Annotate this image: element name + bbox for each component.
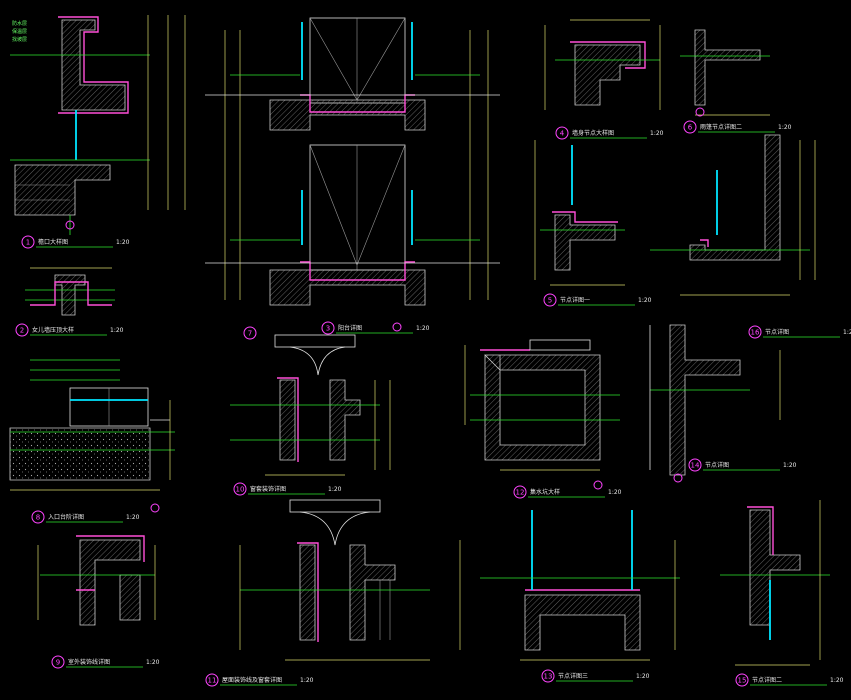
detail-number: 6 — [688, 124, 693, 132]
detail-label-6: 6 雨篷节点详图二 1:20 — [683, 120, 792, 134]
detail-label-12: 12 集水坑大样 1:20 — [513, 485, 622, 499]
detail-number: 15 — [738, 677, 747, 685]
detail-caption: 檐口大样图 — [38, 238, 68, 246]
detail-label-15: 15 节点详图二 1:20 — [735, 673, 844, 687]
detail-4 — [544, 19, 661, 110]
detail-caption: 节点详图一 — [560, 296, 590, 304]
detail-label-14: 14 节点详图 1:20 — [688, 458, 797, 472]
detail-6 — [680, 29, 770, 117]
detail-10 — [230, 334, 391, 476]
detail-number-circle — [513, 485, 527, 499]
detail-scale: 1:20 — [783, 462, 797, 469]
detail-label-11: 11 屋面装饰线及窗套详图 1:20 — [205, 673, 314, 687]
detail-number-circle — [555, 126, 569, 140]
detail-number-circle — [683, 120, 697, 134]
detail-number-circle — [321, 321, 335, 335]
detail-scale: 1:20 — [778, 124, 792, 131]
detail-label-13: 13 节点详图三 1:20 — [541, 669, 650, 683]
detail-8 — [9, 359, 175, 513]
detail-number: 12 — [516, 489, 525, 497]
detail-caption: 墙身节点大样图 — [572, 129, 614, 137]
detail-number: 11 — [208, 677, 217, 685]
detail-number: 4 — [560, 130, 565, 138]
detail-number-circle — [15, 323, 29, 337]
detail-scale: 1:20 — [830, 677, 844, 684]
detail-scale: 1:20 — [638, 297, 652, 304]
detail-label-3: 3 阳台详图 1:20 — [321, 321, 430, 335]
svg-text:防水层: 防水层 — [12, 20, 27, 27]
detail-number-circle — [735, 673, 749, 687]
detail-scale: 1:20 — [650, 130, 664, 137]
detail-number: 3 — [326, 325, 330, 333]
detail-9 — [37, 535, 156, 626]
detail-number-circle — [688, 458, 702, 472]
detail-scale: 1:20 — [843, 329, 851, 336]
detail-caption: 节点详图 — [705, 461, 729, 469]
svg-text:找坡层: 找坡层 — [12, 36, 27, 43]
svg-text:保温层: 保温层 — [12, 28, 27, 35]
detail-label-8: 8 入口台阶详图 1:20 — [31, 510, 140, 524]
detail-caption: 窗套装饰详图 — [250, 485, 286, 493]
detail-caption: 节点详图 — [765, 328, 789, 336]
detail-scale: 1:20 — [110, 327, 124, 334]
detail-caption: 节点详图二 — [752, 676, 782, 684]
detail-number: 9 — [56, 659, 60, 667]
detail-caption: 节点详图三 — [558, 672, 588, 680]
detail-15 — [720, 500, 830, 666]
detail-number-circle — [21, 235, 35, 249]
detail-number-circle — [51, 655, 65, 669]
detail-label-5: 5 节点详图一 1:20 — [543, 293, 652, 307]
detail-12 — [464, 339, 620, 490]
detail-number: 13 — [544, 673, 553, 681]
detail-scale: 1:20 — [328, 486, 342, 493]
detail-number: 1 — [26, 239, 30, 247]
detail-scale: 1:20 — [126, 514, 140, 521]
detail-caption: 女儿墙压顶大样 — [32, 326, 74, 334]
detail-13 — [459, 510, 680, 661]
detail-label-4: 4 墙身节点大样图 1:20 — [555, 126, 664, 140]
detail-label-7: 7 — [243, 326, 257, 340]
detail-label-10: 10 窗套装饰详图 1:20 — [233, 482, 342, 496]
detail-number-circle — [243, 326, 257, 340]
detail-scale: 1:20 — [116, 239, 130, 246]
detail-14 — [649, 324, 781, 483]
detail-scale: 1:20 — [300, 677, 314, 684]
detail-5 — [534, 140, 625, 286]
detail-number-circle — [31, 510, 45, 524]
detail-scale: 1:20 — [636, 673, 650, 680]
detail-number-circle — [205, 673, 219, 687]
detail-number: 7 — [248, 330, 252, 338]
detail-number-circle — [543, 293, 557, 307]
detail-caption: 雨篷节点详图二 — [700, 123, 742, 131]
detail-11 — [239, 499, 430, 661]
detail-3 — [205, 17, 500, 332]
detail-caption: 屋面装饰线及窗套详图 — [222, 676, 282, 684]
detail-number: 14 — [691, 462, 700, 470]
detail-caption: 集水坑大样 — [530, 488, 560, 496]
detail-number-circle — [748, 325, 762, 339]
detail-number-circle — [233, 482, 247, 496]
detail-2 — [25, 267, 115, 316]
detail-title-labels: 1 檐口大样图 1:20 2 女儿墙压顶大样 1:20 3 阳台详图 1:20 4 墙身节点大样图 1… — [15, 120, 851, 687]
detail-label-1: 1 檐口大样图 1:20 — [21, 235, 130, 249]
detail-number: 16 — [751, 329, 760, 337]
detail-caption: 入口台阶详图 — [48, 513, 84, 521]
detail-number: 2 — [20, 327, 24, 335]
detail-caption: 室外装饰线详图 — [68, 658, 110, 666]
detail-caption: 阳台详图 — [338, 324, 362, 332]
detail-number: 10 — [236, 486, 245, 494]
detail-16 — [650, 134, 816, 296]
detail-scale: 1:20 — [416, 325, 430, 332]
detail-label-9: 9 室外装饰线详图 1:20 — [51, 655, 160, 669]
detail-number: 5 — [548, 297, 552, 305]
detail-scale: 1:20 — [146, 659, 160, 666]
detail-number: 8 — [36, 514, 40, 522]
detail-label-2: 2 女儿墙压顶大样 1:20 — [15, 323, 124, 337]
detail-scale: 1:20 — [608, 489, 622, 496]
detail-number-circle — [541, 669, 555, 683]
detail-label-16: 16 节点详图 1:20 — [748, 325, 851, 339]
